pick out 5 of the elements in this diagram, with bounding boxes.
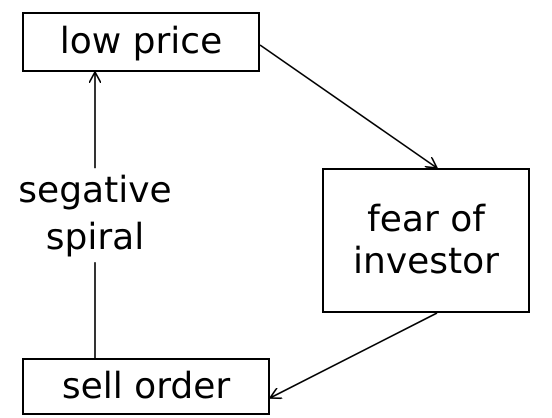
process-box: low price [22,12,260,72]
process-box: sell order [22,358,270,415]
arrow [260,44,438,169]
arrow [269,312,438,400]
process-box: fear of investor [322,168,530,313]
